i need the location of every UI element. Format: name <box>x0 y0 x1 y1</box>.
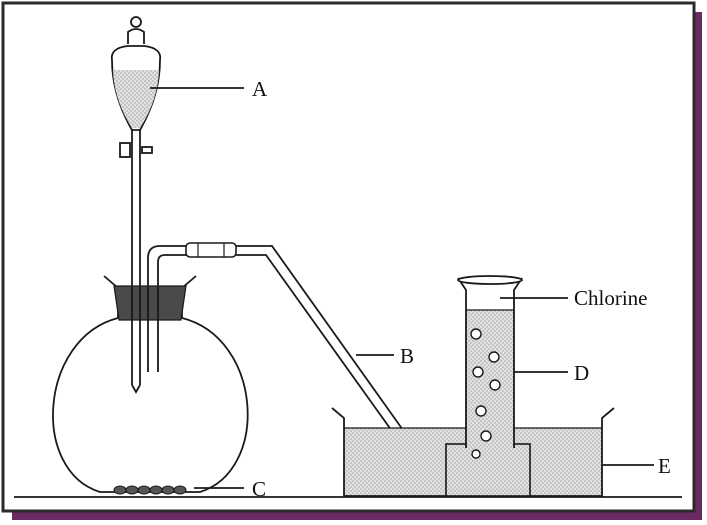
label-a: A <box>252 77 268 101</box>
flask-stopper <box>113 285 187 321</box>
heater-c <box>113 485 187 495</box>
gas-bubbles <box>470 328 501 459</box>
gas-jar-d <box>457 275 523 448</box>
label-chlorine: Chlorine <box>574 286 648 310</box>
label-c: C <box>252 477 266 501</box>
label-d: D <box>574 361 589 385</box>
label-b: B <box>400 344 414 368</box>
label-e: E <box>658 454 671 478</box>
leader-lines <box>150 87 654 489</box>
tube-connector <box>185 242 237 258</box>
dropping-funnel-a <box>110 16 162 394</box>
